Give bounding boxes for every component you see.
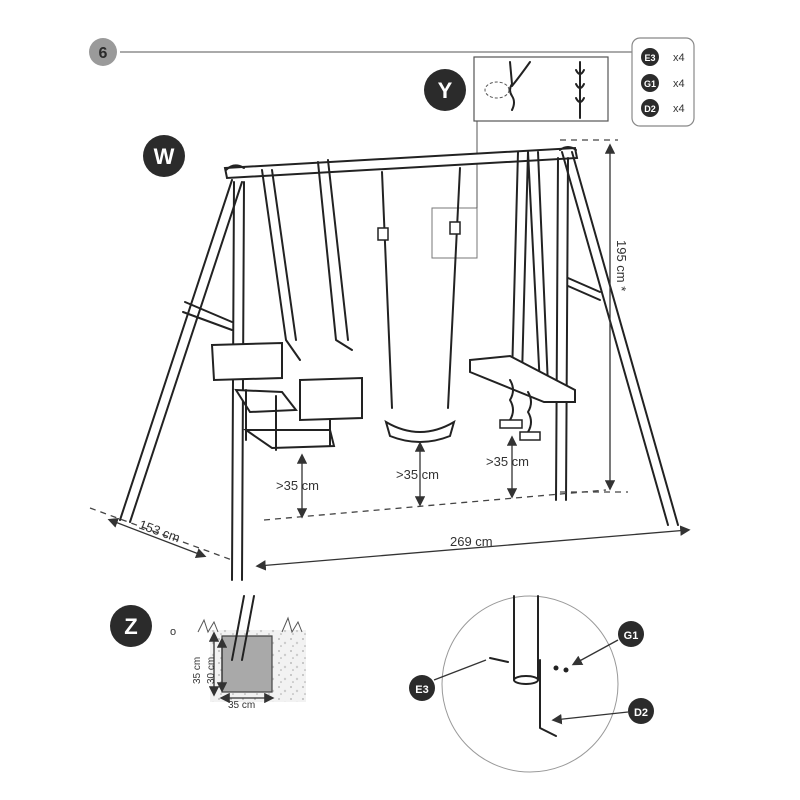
seesaw-ropes (511, 151, 549, 387)
e3-label: E3 (415, 684, 428, 696)
concrete-block (221, 635, 273, 693)
glider-supports (245, 389, 331, 451)
swing-clearance-label: >35 cm (396, 467, 439, 482)
grass-tufts (197, 616, 303, 634)
part-code-d2: D2 (644, 104, 656, 114)
callout-z-letter: Z (124, 614, 137, 639)
callout-z-badge (110, 605, 152, 647)
seesaw-bar (469, 354, 576, 403)
callout-z: Z o (110, 605, 176, 647)
depth-dimension-line (107, 517, 207, 559)
callout-z-mark: o (170, 626, 176, 638)
d2-badge (628, 698, 654, 724)
height-dimension-label: 195 cm * (614, 240, 629, 291)
left-crossbar (182, 301, 233, 331)
seesaw-swing (469, 151, 576, 441)
ground-guide (263, 489, 607, 521)
swing-frame (119, 146, 679, 581)
dimensions: 195 cm * 153 cm 269 cm >35 cm >35 cm >35… (89, 139, 691, 571)
callout-w: W (143, 135, 185, 177)
left-back-leg (231, 181, 245, 581)
part-badge-g1 (641, 74, 659, 92)
glider-clearance-label: >35 cm (276, 478, 319, 493)
anchor-detail: 35 cm 30 cm 35 cm (192, 595, 306, 711)
seesaw-springs (509, 379, 532, 433)
callout-w-letter: W (154, 144, 175, 169)
glider-arms (261, 159, 353, 361)
part-code-e3: E3 (644, 53, 655, 63)
callout-y: Y (424, 69, 466, 111)
g1-label: G1 (624, 630, 639, 642)
width-dimension-line (255, 525, 691, 571)
part-qty-g1: x4 (673, 78, 685, 90)
hole-width-label: 35 cm (228, 700, 255, 711)
parts-list: E3 x4 G1 x4 D2 x4 (631, 37, 695, 127)
width-dimension-label: 269 cm (450, 534, 493, 549)
hook-detail-box (473, 56, 609, 122)
hole-depth-label: 35 cm (192, 657, 203, 684)
glider-footrest (242, 429, 336, 450)
left-front-leg (119, 179, 243, 523)
concrete-depth-label: 30 cm (206, 657, 217, 684)
hook-detail (473, 56, 609, 122)
callout-y-badge (424, 69, 466, 111)
stake-tube-end (513, 675, 539, 685)
swing-seat (377, 167, 461, 443)
right-back-leg (555, 157, 569, 501)
swing-ropes (381, 167, 461, 409)
part-qty-d2: x4 (673, 103, 685, 115)
right-crossbar (567, 277, 601, 301)
stake-detail: E3 G1 D2 (409, 595, 654, 773)
callout-y-letter: Y (438, 78, 453, 103)
g1-leader (571, 639, 619, 666)
stake-peg (539, 659, 557, 737)
seesaw-foot-left (499, 419, 523, 429)
rope-strap (511, 61, 531, 87)
seesaw-clearance-label: >35 cm (486, 454, 529, 469)
rope-left (509, 61, 515, 111)
stake-bolt (489, 657, 509, 663)
rope-buckle-right (449, 221, 461, 235)
stake-nut-1 (553, 665, 559, 671)
part-badge-e3 (641, 48, 659, 66)
glider-front-seat (299, 376, 363, 422)
seesaw-foot-right (519, 431, 541, 441)
frame-brackets (225, 146, 577, 171)
stake-nut-2 (563, 667, 569, 673)
glider (210, 159, 363, 451)
g1-badge (618, 621, 644, 647)
depth-guide (89, 507, 233, 561)
depth-dimension-label: 153 cm (137, 517, 182, 546)
hook-dashed (484, 81, 510, 99)
part-qty-e3: x4 (673, 52, 685, 64)
stake-tube (513, 595, 539, 681)
rope-right (575, 61, 585, 119)
rope-buckle-left (377, 227, 389, 241)
glider-back-seat (210, 341, 283, 382)
step-number-badge (89, 38, 117, 66)
callout-w-badge (143, 135, 185, 177)
part-badge-d2 (641, 99, 659, 117)
right-front-leg (561, 151, 679, 526)
swing-board (384, 419, 456, 443)
top-beam (223, 146, 579, 180)
part-code-g1: G1 (644, 79, 656, 89)
leg-in-concrete (231, 595, 255, 661)
step-header: 6 (89, 38, 632, 66)
d2-leader (551, 711, 629, 725)
e3-leader (433, 659, 487, 681)
e3-badge (409, 675, 435, 701)
step-number: 6 (99, 45, 108, 62)
d2-label: D2 (634, 707, 648, 719)
